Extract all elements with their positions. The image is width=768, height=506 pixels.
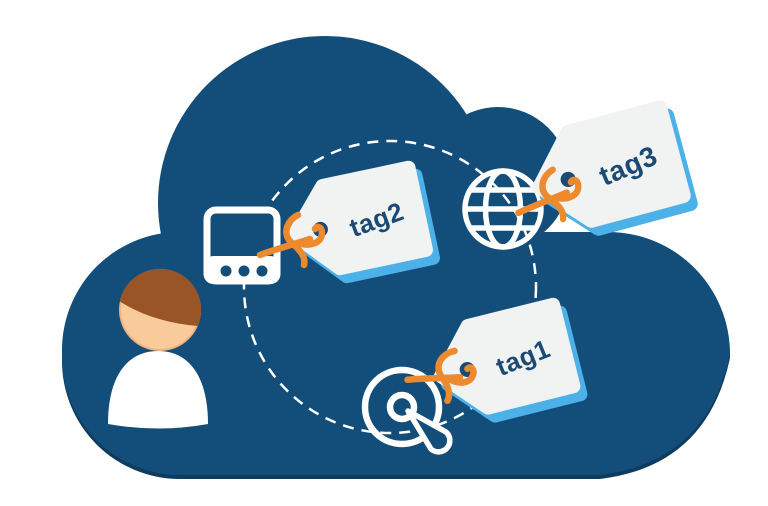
disk-hub <box>386 391 418 423</box>
monitor-button-dot <box>256 265 268 277</box>
dashed-orbit-circle <box>242 139 538 435</box>
string-strand <box>515 189 571 217</box>
tag-2-body <box>287 160 433 276</box>
string-bow-icon-monitor <box>256 211 326 269</box>
cloud-body <box>62 232 730 475</box>
string-strand <box>435 347 458 405</box>
string-strand <box>256 235 314 259</box>
monitor-button-dot <box>220 265 232 277</box>
monitor-icon <box>203 206 281 285</box>
disk-needle <box>405 408 453 455</box>
string-strand <box>539 166 567 223</box>
string-strand <box>404 373 464 383</box>
tag-3: tag3 <box>532 100 698 236</box>
globe-icon <box>462 168 544 250</box>
person-hair <box>119 268 202 326</box>
person-icon <box>108 268 208 429</box>
string-strand <box>551 176 582 202</box>
string-strand <box>444 364 477 386</box>
string-bow-icon-globe <box>515 166 582 223</box>
string-strand <box>294 223 326 248</box>
tag-1-body <box>434 297 581 415</box>
disk-platter <box>361 366 443 448</box>
monitor-button-dot <box>238 265 250 277</box>
tag-1: tag1 <box>434 297 588 423</box>
string-bow-icon-disk <box>404 347 477 405</box>
disk-icon <box>361 366 453 455</box>
person-body <box>108 351 208 429</box>
string-strand <box>283 211 308 269</box>
tag-2: tag2 <box>287 160 440 284</box>
